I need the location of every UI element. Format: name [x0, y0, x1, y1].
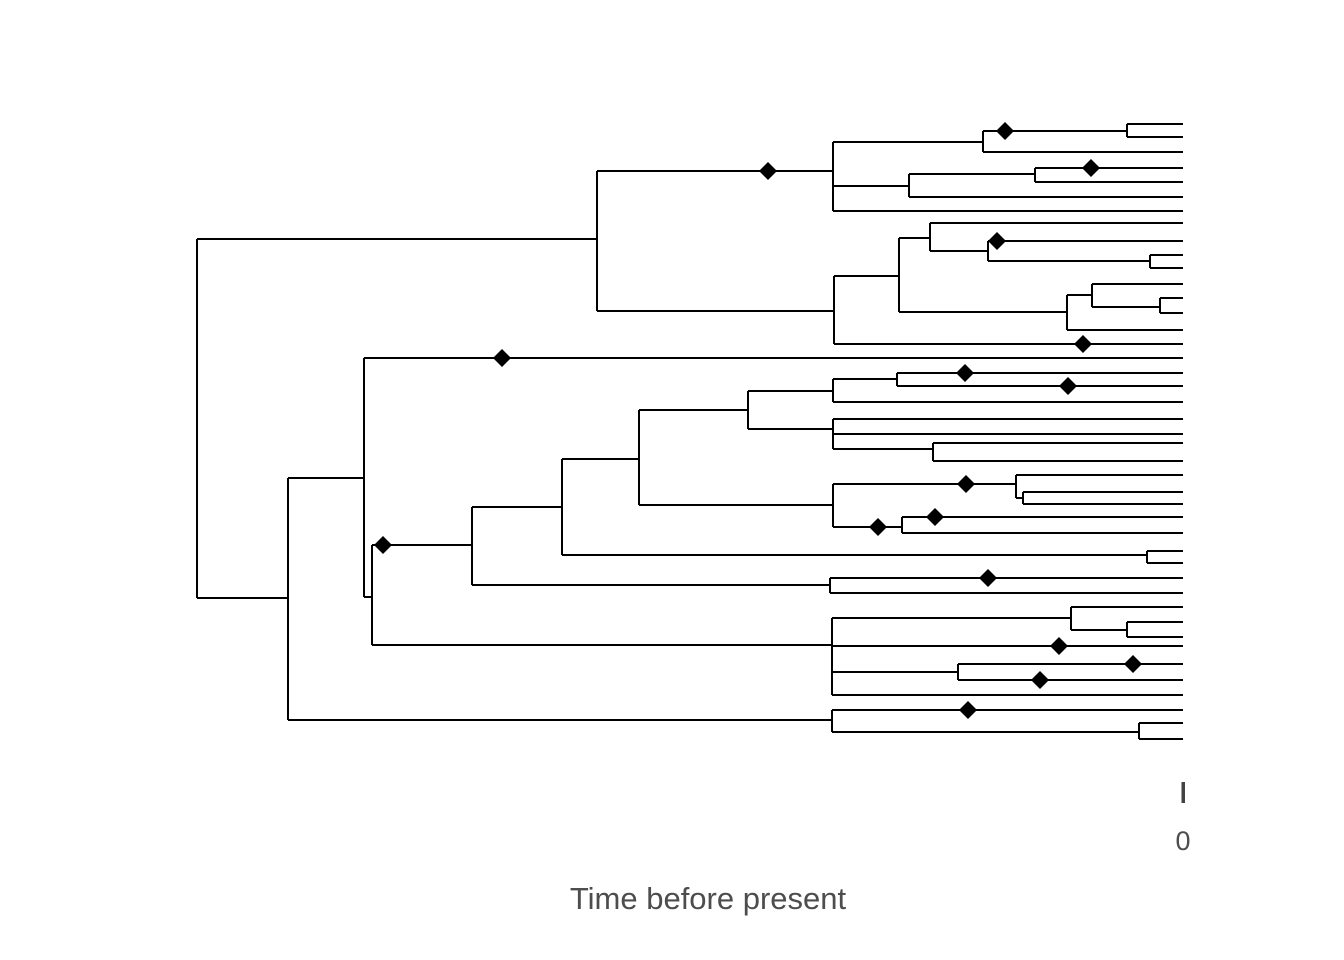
node-diamond-marker — [759, 162, 777, 180]
node-diamond-marker — [979, 569, 997, 587]
axis-tick-label: 0 — [1175, 826, 1191, 856]
axis-title: Time before present — [569, 881, 847, 916]
node-diamond-marker — [959, 701, 977, 719]
node-diamond-marker — [957, 475, 975, 493]
node-markers — [374, 122, 1142, 719]
node-diamond-marker — [493, 349, 511, 367]
node-diamond-marker — [1031, 671, 1049, 689]
node-diamond-marker — [869, 518, 887, 536]
node-diamond-marker — [926, 508, 944, 526]
node-diamond-marker — [1074, 335, 1092, 353]
tree-branches — [195, 122, 1183, 741]
node-diamond-marker — [988, 232, 1006, 250]
node-diamond-marker — [1050, 637, 1068, 655]
node-diamond-marker — [1059, 377, 1077, 395]
node-diamond-marker — [1124, 655, 1142, 673]
node-diamond-marker — [956, 364, 974, 382]
node-diamond-marker — [1082, 159, 1100, 177]
node-diamond-marker — [374, 536, 392, 554]
node-diamond-marker — [996, 122, 1014, 140]
